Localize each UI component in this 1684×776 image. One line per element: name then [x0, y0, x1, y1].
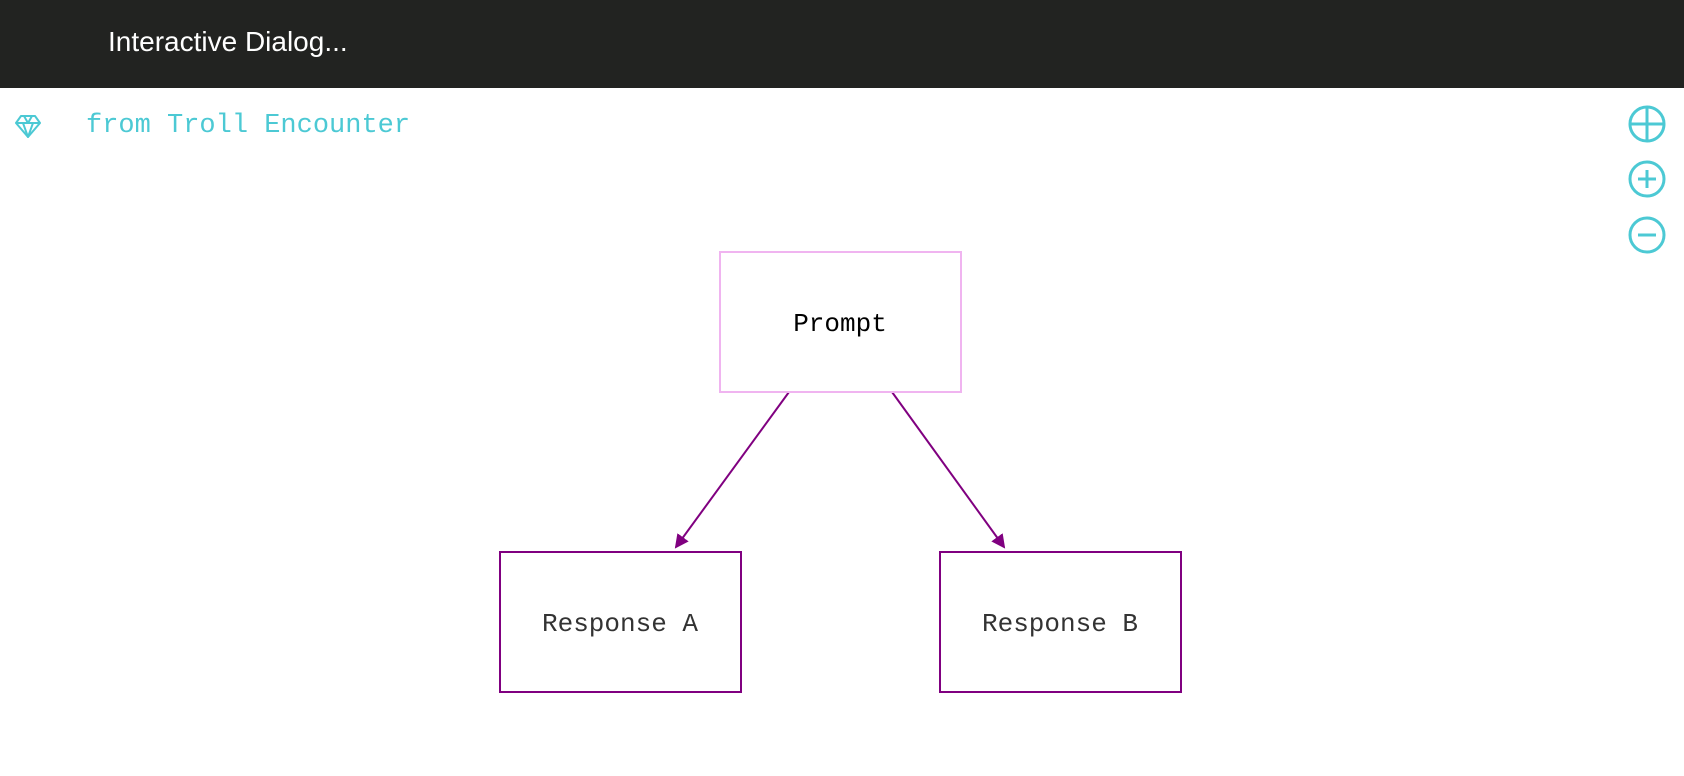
node-response-b-label: Response B [982, 609, 1138, 639]
app-header: Interactive Dialog... [0, 0, 1684, 88]
edge-prompt-to-response-a [674, 391, 790, 549]
gem-icon [14, 112, 42, 140]
zoom-in-button[interactable] [1627, 159, 1667, 199]
page-title: Interactive Dialog... [108, 26, 348, 57]
source-label: from Troll Encounter [86, 111, 411, 141]
edge-prompt-to-response-b [891, 391, 1006, 549]
node-prompt[interactable]: Prompt [719, 251, 962, 393]
source-indicator: from Troll Encounter [14, 108, 410, 144]
zoom-out-button[interactable] [1627, 215, 1667, 255]
node-response-a[interactable]: Response A [499, 551, 742, 693]
crosshair-circle-icon [1627, 104, 1667, 144]
node-prompt-label: Prompt [793, 309, 887, 339]
node-response-a-label: Response A [542, 609, 698, 639]
dialog-graph: Prompt Response A Response B [499, 251, 1182, 693]
node-response-b[interactable]: Response B [939, 551, 1182, 693]
diagram-canvas[interactable]: from Troll Encounter [0, 88, 1684, 776]
fit-view-button[interactable] [1627, 104, 1667, 144]
minus-circle-icon [1627, 215, 1667, 255]
plus-circle-icon [1627, 159, 1667, 199]
